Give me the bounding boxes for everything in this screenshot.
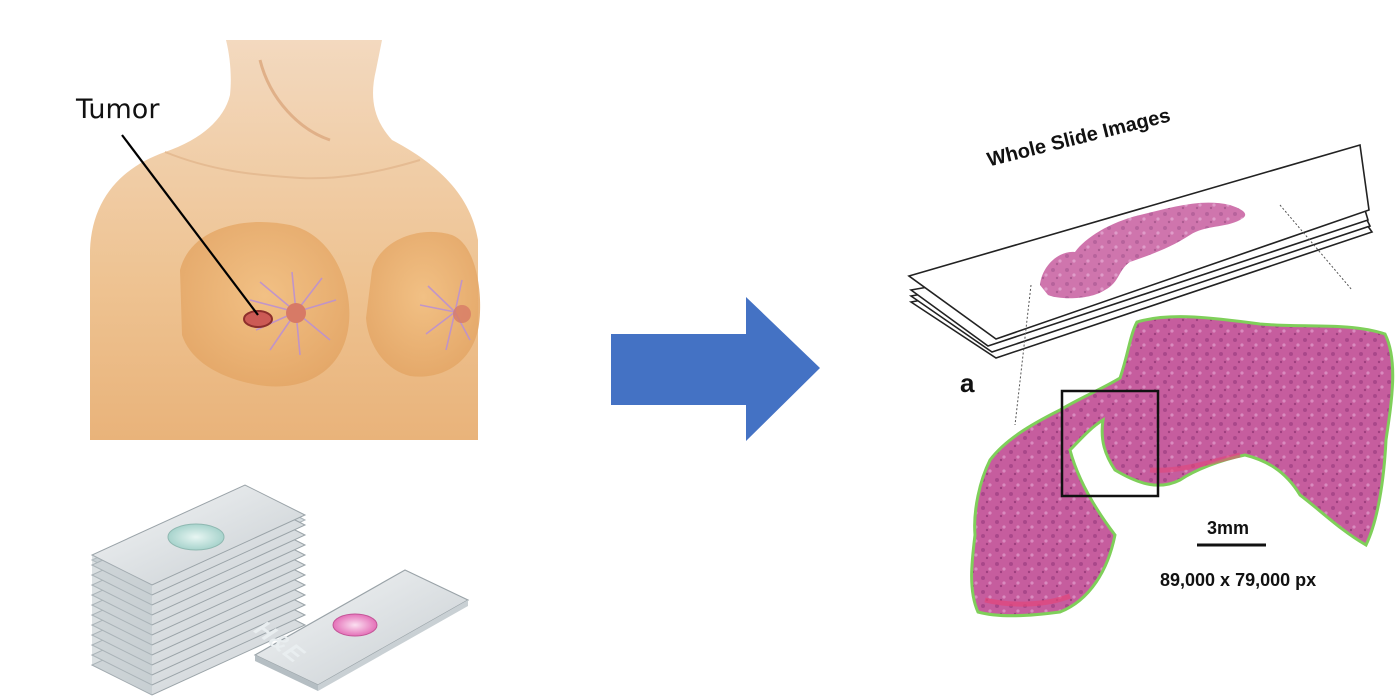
panel-label: a xyxy=(960,368,974,399)
slide-stack-illustration xyxy=(92,485,468,695)
stained-sample-drop xyxy=(333,614,377,636)
right-arrow-icon xyxy=(611,297,820,441)
unstained-sample-drop xyxy=(168,524,224,550)
nipple-left xyxy=(286,303,306,323)
tumor-label: Tumor xyxy=(76,94,159,125)
nipple-right xyxy=(453,305,471,323)
whole-slide-images-panel xyxy=(909,145,1393,616)
breast-right xyxy=(366,232,480,377)
scale-bar-label: 3mm xyxy=(1207,518,1249,539)
resolution-label: 89,000 x 79,000 px xyxy=(1160,570,1316,591)
